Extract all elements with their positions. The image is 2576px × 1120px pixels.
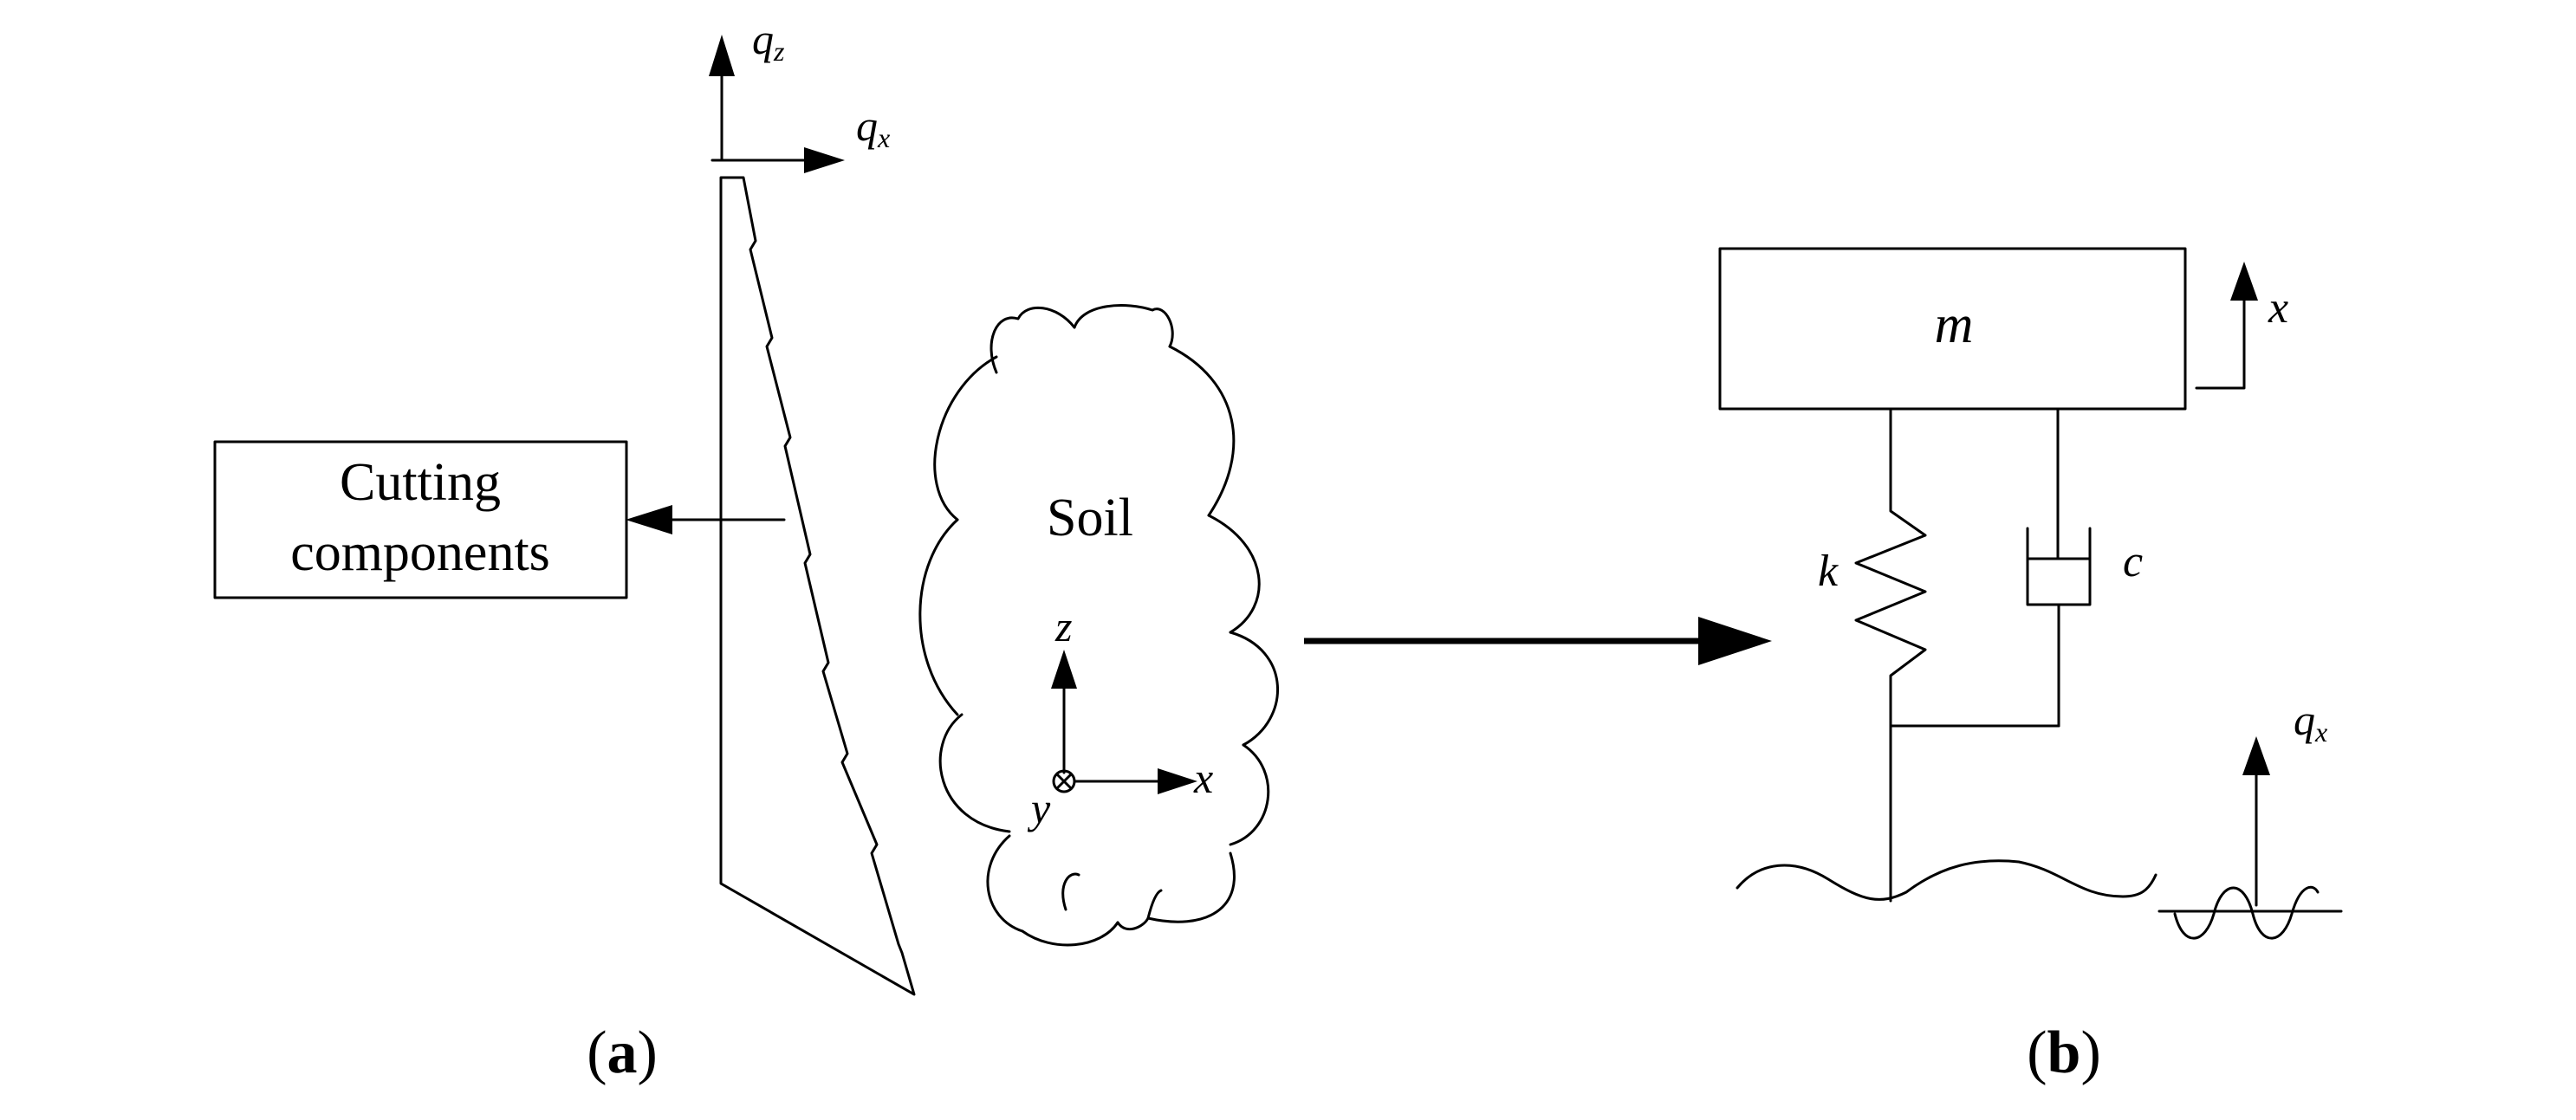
mass-displacement-arrow-head	[2230, 262, 2258, 301]
blade-axis-qx-head	[804, 147, 845, 173]
blade-axis-qz-head	[709, 35, 735, 76]
soil-axis-z-head	[1051, 650, 1077, 689]
transition-arrow-head	[1698, 617, 1772, 665]
blade-outline	[719, 176, 916, 996]
panel-a: Cutting components qz qx	[213, 15, 1280, 1086]
soil-axis-y-label: y	[1027, 784, 1051, 832]
ground-profile	[1736, 859, 2157, 901]
mass-label: m	[1935, 295, 1974, 354]
caption-b: (b)	[2027, 1020, 2101, 1086]
caption-a: (a)	[587, 1020, 658, 1086]
spring-label: k	[1818, 547, 1839, 596]
cutting-components-label-line2: components	[290, 523, 550, 582]
soil-axis-x-label: x	[1193, 754, 1213, 802]
cutting-components-label-line1: Cutting	[340, 453, 501, 512]
soil-axis-z-label: z	[1054, 602, 1072, 651]
mass-displacement-indicator	[2195, 297, 2246, 390]
mass-block	[1718, 247, 2187, 411]
damper-label: c	[2123, 537, 2143, 586]
soil-cloud	[918, 304, 1280, 947]
panel-b: m x k c qx (b)	[1718, 247, 2343, 1086]
blade-axis-qx-label: qx	[856, 101, 890, 153]
soil-axis-y-into-page-icon	[1052, 769, 1076, 793]
soil-label: Soil	[1047, 489, 1133, 547]
excitation-axis-head	[2242, 736, 2270, 775]
blade-axis-qz-label: qz	[752, 15, 785, 67]
excitation-wave	[2173, 885, 2320, 940]
force-arrow-head	[626, 505, 672, 534]
soil-axis-y-cross-b	[1055, 773, 1073, 790]
mass-displacement-label: x	[2268, 283, 2288, 333]
spring	[1854, 407, 1927, 903]
soil-axis-x-head	[1158, 768, 1197, 794]
excitation-label: qx	[2294, 696, 2327, 748]
